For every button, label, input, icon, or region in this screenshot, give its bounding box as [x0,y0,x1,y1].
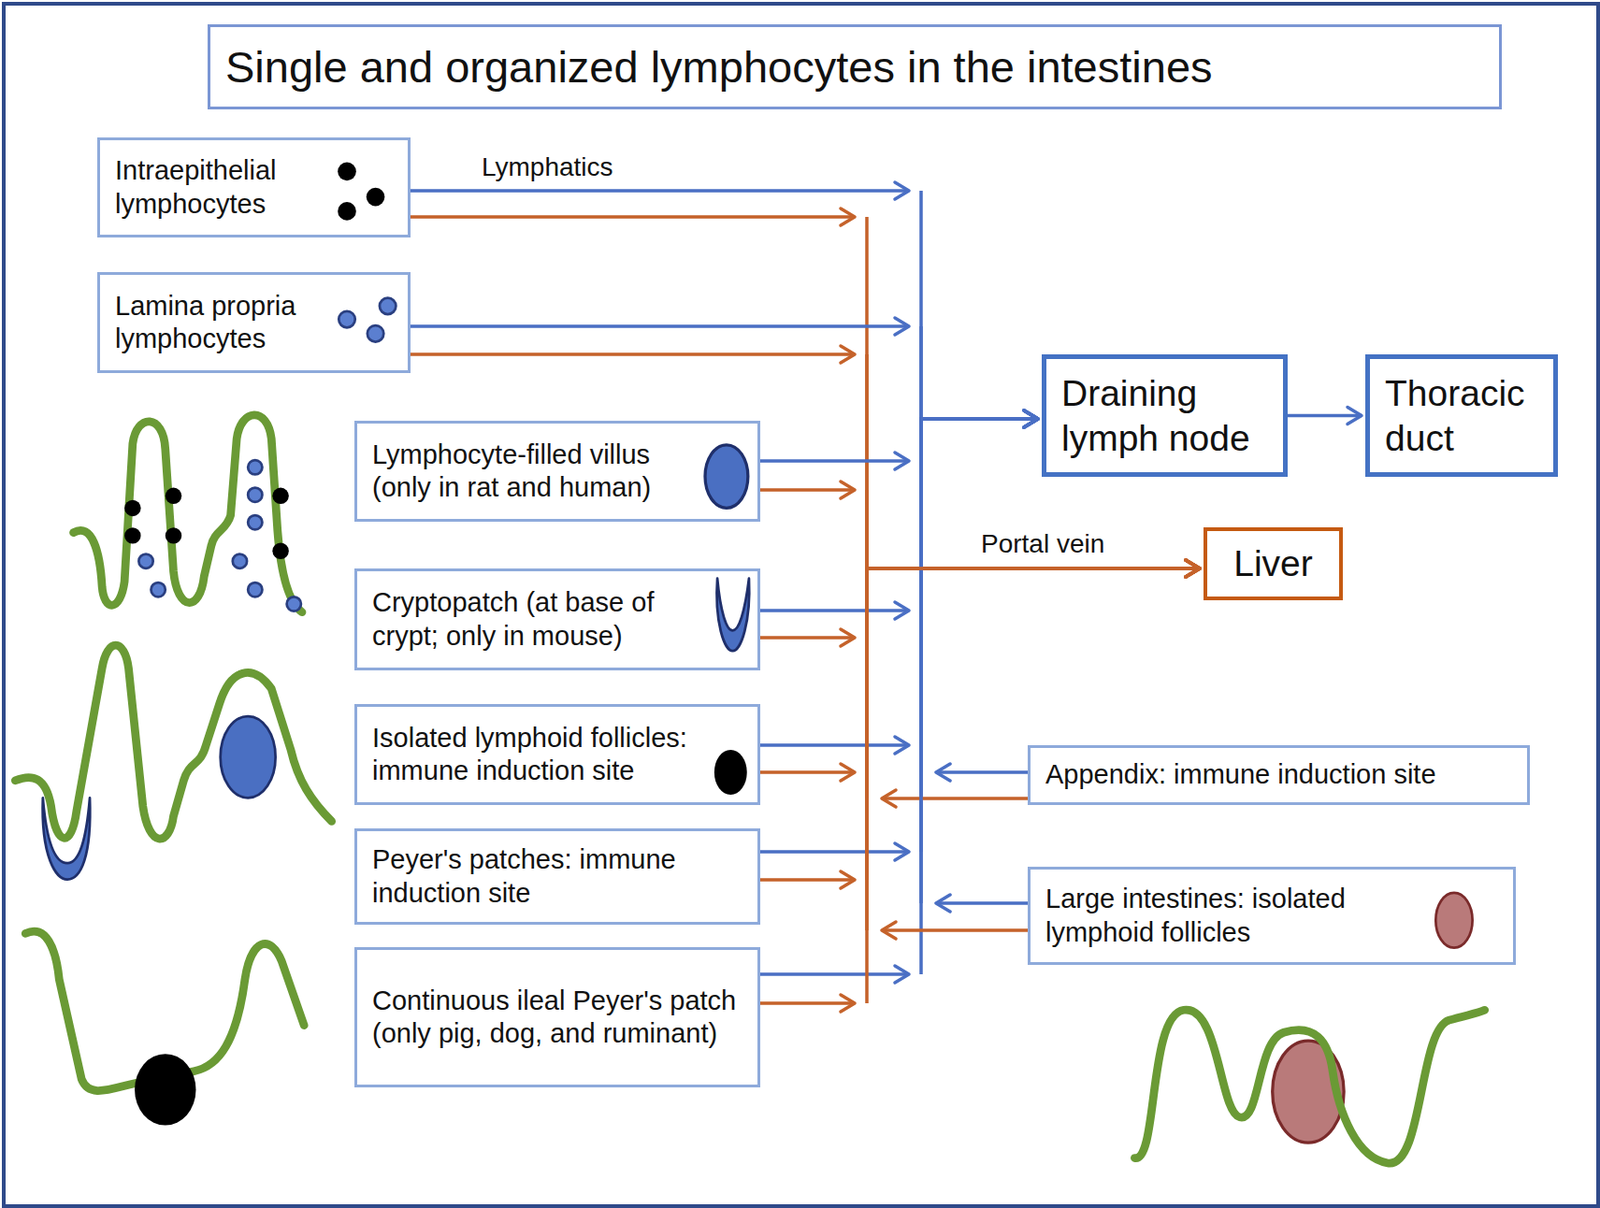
lymphocyte-villus-shape [220,716,276,798]
box: Intraepithelial lymphocytes [97,137,411,238]
connector-line [760,568,1200,773]
arrow-head [894,317,909,335]
arrow-head [894,182,909,200]
connector-line [410,326,1038,419]
arrow-head [894,965,909,983]
box-text: Thoracic duct [1384,371,1544,461]
box-text: Liver [1219,541,1327,587]
arrow-head [840,208,855,226]
arrow-head [881,922,896,939]
connector-line [921,418,1038,773]
arrow-head [894,452,909,470]
box-text: Isolated lymphoid follicles: immune indu… [372,721,695,789]
connector [760,560,1200,889]
villi-epithelium [73,415,303,613]
connector-line [410,190,1038,419]
cryptopatch-shape [43,797,91,880]
box: Continuous ileal Peyer's patch (only pig… [354,947,761,1088]
box-text: Lymphocyte-filled villus (only in rat an… [372,438,695,505]
arrow-head [1023,410,1038,428]
title-text: Single and organized lymphocytes in the … [225,40,1213,94]
connector [760,410,1038,861]
crypt-epithelium [14,645,332,839]
connector-line [760,418,1038,746]
box: Cryptopatch (at base of crypt; only in m… [354,568,761,671]
box-text: Continuous ileal Peyer's patch (only pig… [372,984,742,1052]
connector-line [760,490,1200,569]
connector [760,410,1038,754]
box-text: Intraepithelial lymphocytes [115,154,331,221]
box-text: Lamina propria lymphocytes [115,289,331,357]
peyers-patch-shape [134,1053,196,1125]
box-text: Cryptopatch (at base of crypt; only in m… [372,586,695,653]
box: Draining lymph node [1041,354,1288,477]
box: Isolated lymphoid follicles: immune indu… [354,704,761,806]
lamina-propria-dots [138,460,302,611]
connector [1287,407,1362,425]
connector-line [866,568,1200,931]
arrow-head [840,629,855,647]
intraepithelial-dots [124,488,289,560]
arrow-head [894,602,909,620]
large-intestine-epithelium [1134,1009,1485,1164]
box: Peyer's patches: immune induction site [354,828,761,925]
arrow-head [840,763,855,781]
connector [760,410,1038,983]
arrow-head [840,871,855,889]
arrow-head [840,345,855,363]
connector-line [921,418,1038,904]
connector-line [760,418,1038,611]
title-box: Single and organized lymphocytes in the … [207,24,1502,110]
arrow-head [894,736,909,754]
arrow-head [840,994,855,1012]
arrow-head [881,790,896,808]
box: Thoracic duct [1365,354,1558,477]
arrow-head [1347,407,1362,425]
connector [410,317,1038,428]
connector [921,410,1038,781]
arrow-head [840,481,855,499]
line-label: Lymphatics [479,152,616,183]
box: Liver [1203,527,1343,601]
line-label: Portal vein [979,529,1107,560]
box-text: Large intestines: isolated lymphoid foll… [1045,882,1420,950]
box: Large intestines: isolated lymphoid foll… [1027,866,1516,966]
connector-line [1287,414,1362,419]
box: Lamina propria lymphocytes [97,272,411,374]
connector-line [760,418,1038,852]
box: Lymphocyte-filled villus (only in rat an… [354,420,761,522]
connector [760,410,1038,620]
connector-line [760,418,1038,975]
box-text: Appendix: immune induction site [1045,758,1514,792]
arrow-head [936,763,951,781]
arrow-head [894,843,909,861]
connector [921,410,1038,912]
arrow-head [1185,560,1200,577]
box: Appendix: immune induction site [1027,745,1530,806]
connector [410,182,1038,428]
box-icons [337,162,1472,949]
connector [760,560,1200,647]
arrow-head [936,894,951,912]
connector [760,481,1200,577]
box-text: Peyer's patches: immune induction site [372,843,742,910]
connector-line [760,568,1200,880]
box-text: Draining lymph node [1061,371,1272,461]
connector [866,560,1200,939]
connector-line [760,568,1200,638]
